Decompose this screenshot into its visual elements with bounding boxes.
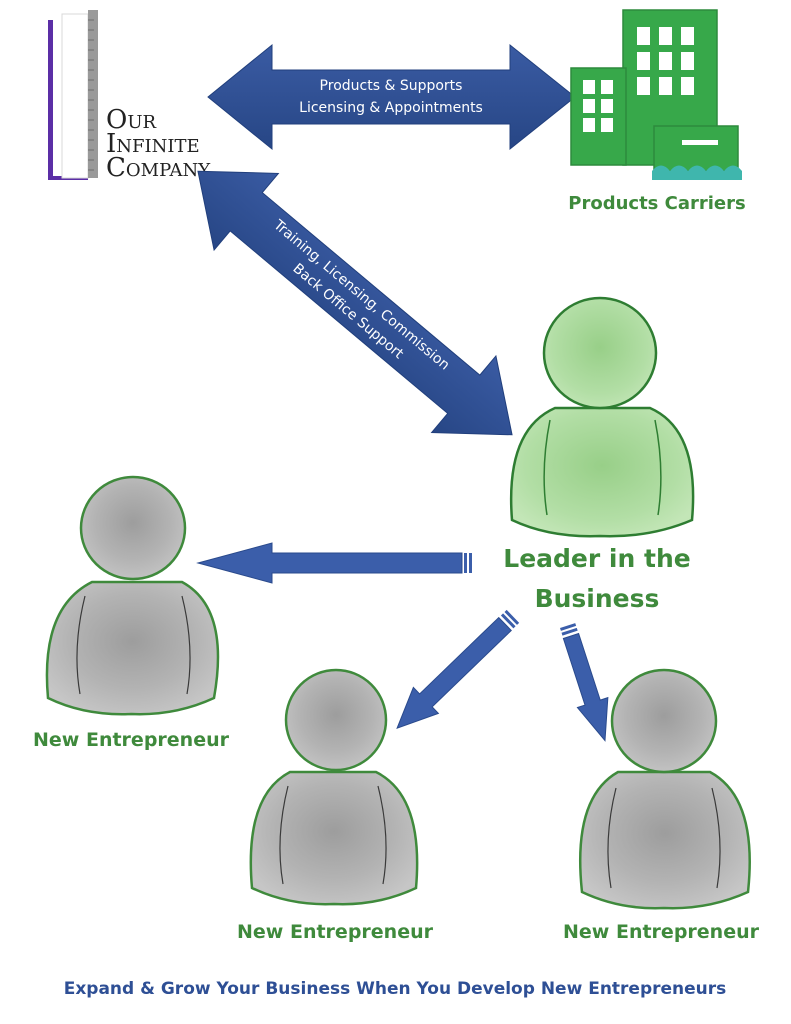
products-carriers-label: Products Carriers: [568, 193, 745, 214]
logo-line-3: Company: [106, 153, 211, 183]
arrow-text-line-1: Products & Supports: [320, 78, 463, 94]
ruler-icon: [48, 10, 98, 180]
arrow-down-right: [559, 623, 609, 742]
company-logo: Our Infinite Company: [48, 10, 211, 183]
logo-line-2: Infinite: [106, 129, 200, 159]
logo-line-1: Our: [106, 105, 156, 135]
entrepreneur-person-icon: [45, 475, 220, 716]
arrow-left: [196, 542, 472, 584]
arrow-down-left: [396, 609, 520, 730]
diagonal-arrow-text-line-1: Training, Licensing, Commission: [270, 216, 453, 373]
arrow-text-line-2: Licensing & Appointments: [299, 100, 483, 116]
leader-person-icon: [509, 296, 695, 538]
products-support-arrow: Products & Supports Licensing & Appointm…: [207, 43, 576, 151]
building-icon: [570, 9, 742, 180]
entrepreneur-label: New Entrepreneur: [237, 921, 434, 943]
entrepreneur-label: New Entrepreneur: [33, 729, 230, 751]
entrepreneur-person-icon: [578, 668, 751, 910]
leader-label-line-2: Business: [535, 584, 660, 613]
entrepreneur-person-icon: [249, 668, 419, 906]
training-support-arrow: Training, Licensing, Commission Back Off…: [197, 170, 513, 436]
footer-tagline: Expand & Grow Your Business When You Dev…: [64, 979, 727, 999]
entrepreneur-label: New Entrepreneur: [563, 921, 760, 943]
leader-label-line-1: Leader in the: [503, 544, 690, 573]
